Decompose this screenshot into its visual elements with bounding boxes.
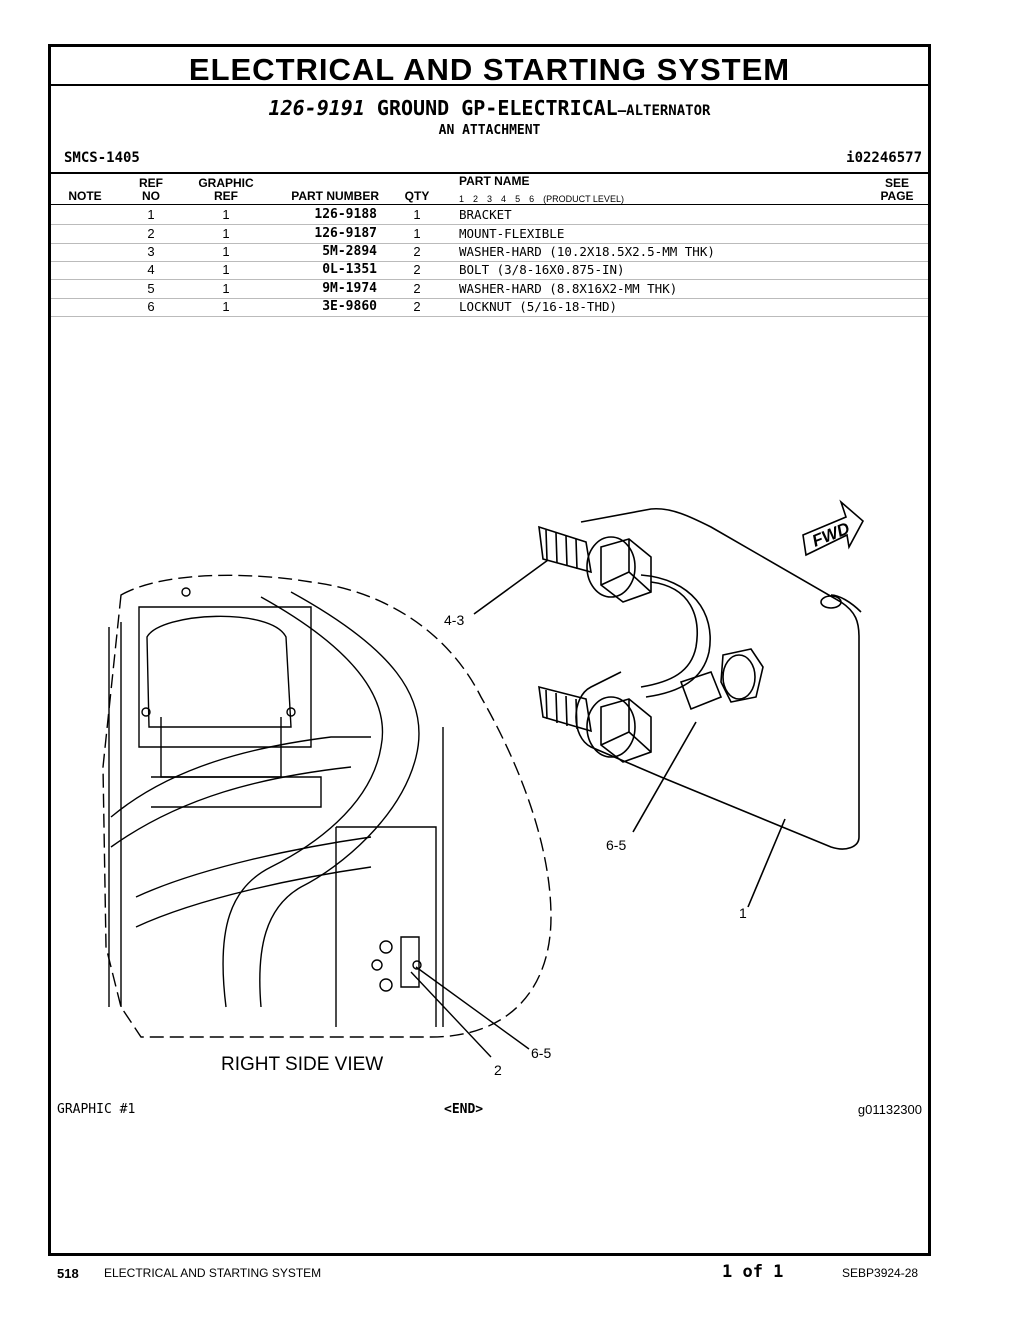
group-suffix: —ALTERNATOR	[617, 103, 711, 119]
doc-number: SEBP3924-28	[842, 1266, 919, 1280]
table-row: 5 1 9M-1974 2 WASHER-HARD (8.8X16X2-MM T…	[51, 280, 928, 299]
graphic-number: GRAPHIC #1	[57, 1102, 136, 1117]
col-see-page-top: SEE	[884, 176, 909, 190]
end-marker: <END>	[444, 1102, 484, 1117]
table-row: 4 1 0L-1351 2 BOLT (3/8-16X0.875-IN)	[51, 261, 928, 280]
page-number: 518	[57, 1266, 79, 1281]
table-row: 2 1 126-9187 1 MOUNT-FLEXIBLE	[51, 225, 928, 244]
callout-6-5-upper: 6-5	[606, 837, 627, 853]
page-count: 1 of 1	[722, 1262, 784, 1282]
col-see-page-bottom: PAGE	[880, 189, 914, 203]
group-name: GROUND GP-ELECTRICAL	[376, 96, 618, 120]
attachment-label: AN ATTACHMENT	[438, 123, 541, 138]
group-heading: 126-9191 GROUND GP-ELECTRICAL—ALTERNATOR	[51, 96, 928, 123]
graphic-id: g01132300	[857, 1102, 922, 1117]
exploded-view-illustration: FWD	[102, 499, 865, 1058]
col-qty: QTY	[404, 189, 430, 203]
footer-section: ELECTRICAL AND STARTING SYSTEM	[104, 1266, 322, 1280]
title-rule	[51, 84, 928, 86]
smcs-code: SMCS-1405	[64, 150, 140, 166]
col-part-name: PART NAME	[459, 174, 530, 188]
callout-4-3: 4-3	[444, 612, 465, 628]
illustration-id: i02246577	[846, 150, 922, 166]
view-label: RIGHT SIDE VIEW	[221, 1054, 384, 1075]
col-part-number: PART NUMBER	[291, 189, 379, 203]
col-graphic-ref-bottom: REF	[214, 189, 238, 203]
callout-6-5-lower: 6-5	[531, 1045, 552, 1061]
header-top-rule	[51, 172, 928, 174]
table-row: 6 1 3E-9860 2 LOCKNUT (5/16-18-THD)	[51, 298, 928, 317]
page-title: ELECTRICAL AND STARTING SYSTEM	[188, 52, 791, 87]
header-bottom-rule	[51, 204, 928, 205]
callout-1: 1	[739, 905, 747, 921]
col-note: NOTE	[68, 189, 102, 203]
page-frame: ELECTRICAL AND STARTING SYSTEM 126-9191 …	[48, 44, 931, 1256]
group-part-number: 126-9191	[268, 96, 365, 120]
table-row: 1 1 126-9188 1 BRACKET	[51, 206, 928, 225]
fwd-label: FWD	[809, 519, 852, 551]
col-ref-no-top: REF	[139, 176, 163, 190]
table-row: 3 1 5M-2894 2 WASHER-HARD (10.2X18.5X2.5…	[51, 243, 928, 262]
callout-2: 2	[494, 1062, 502, 1078]
col-graphic-ref-top: GRAPHIC	[198, 176, 254, 190]
col-ref-no-bottom: NO	[142, 189, 160, 203]
